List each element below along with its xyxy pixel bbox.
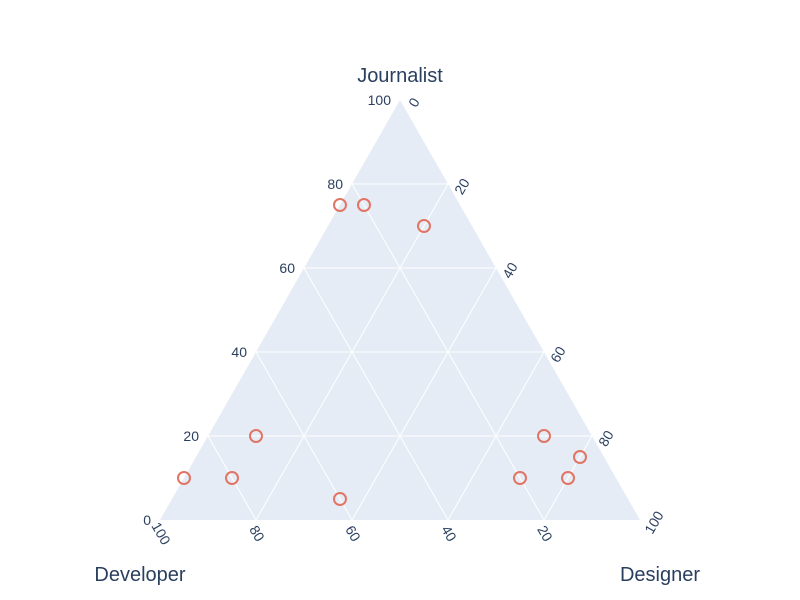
data-points bbox=[177, 198, 587, 506]
gridline-developer-60 bbox=[255, 351, 353, 521]
gridlines bbox=[207, 183, 593, 521]
tick-journalist-20: 20 bbox=[183, 428, 199, 444]
tick-designer-80: 80 bbox=[595, 427, 617, 449]
data-point-4 bbox=[333, 492, 347, 506]
tick-designer-40: 40 bbox=[499, 259, 521, 281]
axis-title-developer: Developer bbox=[94, 564, 186, 586]
data-point-7 bbox=[225, 471, 239, 485]
data-point-1 bbox=[333, 198, 347, 212]
data-point-6 bbox=[249, 429, 263, 443]
gridline-designer-40 bbox=[351, 267, 497, 521]
tick-developer-80: 80 bbox=[246, 523, 268, 545]
data-point-2 bbox=[417, 219, 431, 233]
tick-designer-20: 20 bbox=[451, 175, 473, 197]
gridline-developer-80 bbox=[207, 435, 257, 521]
tick-developer-100: 100 bbox=[148, 519, 174, 547]
tick-journalist-0: 0 bbox=[143, 512, 151, 528]
gridline-developer-40 bbox=[303, 267, 449, 521]
tick-journalist-40: 40 bbox=[231, 344, 247, 360]
tick-designer-100: 100 bbox=[641, 508, 667, 536]
data-point-11 bbox=[537, 429, 551, 443]
data-point-8 bbox=[513, 471, 527, 485]
gridline-designer-80 bbox=[543, 435, 593, 521]
tick-developer-60: 60 bbox=[342, 523, 364, 545]
data-point-10 bbox=[573, 450, 587, 464]
data-point-9 bbox=[561, 471, 575, 485]
tick-journalist-100: 100 bbox=[368, 92, 392, 108]
tick-designer-0: 0 bbox=[405, 95, 423, 110]
axis-title-designer: Designer bbox=[620, 564, 700, 586]
data-point-3 bbox=[357, 198, 371, 212]
tick-designer-60: 60 bbox=[547, 343, 569, 365]
tick-developer-40: 40 bbox=[438, 523, 460, 545]
tick-journalist-80: 80 bbox=[327, 176, 343, 192]
tick-journalist-60: 60 bbox=[279, 260, 295, 276]
axis-title-journalist: Journalist bbox=[357, 65, 443, 87]
plot-area bbox=[160, 100, 640, 520]
gridline-designer-60 bbox=[447, 351, 545, 521]
data-point-5 bbox=[177, 471, 191, 485]
tick-developer-20: 20 bbox=[534, 523, 556, 545]
